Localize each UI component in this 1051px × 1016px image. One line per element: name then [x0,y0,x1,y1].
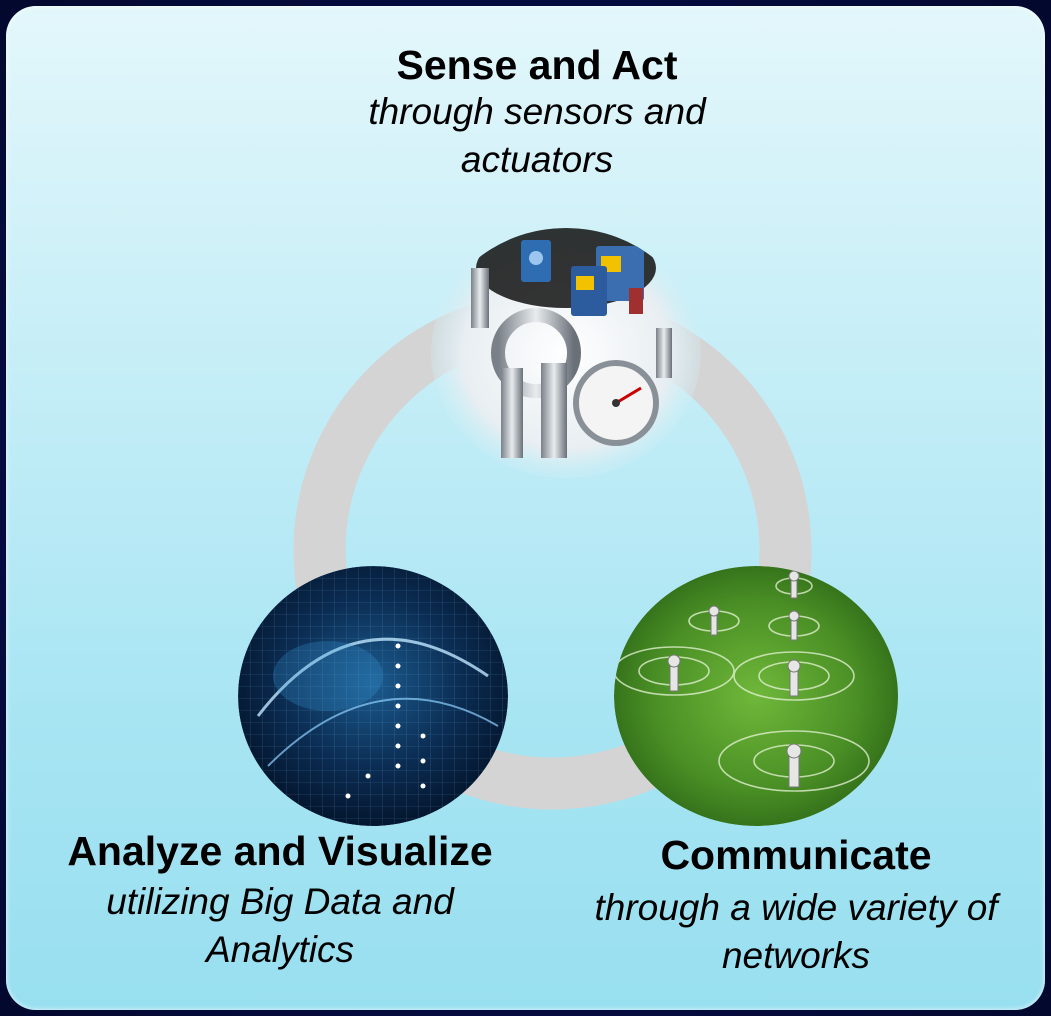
sense-act-subtitle: through sensors and actuators [368,91,706,180]
analyze-visualize-subtitle: utilizing Big Data and Analytics [106,881,454,970]
communicate-subtitle: through a wide variety of networks [594,887,998,976]
diagram-panel: Sense and Act through sensors and actuat… [6,6,1045,1010]
communicate-label: Communicate through a wide variety of ne… [546,832,1045,980]
communicate-title: Communicate [660,832,932,878]
analyze-visualize-title: Analyze and Visualize [67,828,493,874]
network-field-photo-icon [614,566,899,826]
analyze-visualize-label: Analyze and Visualize utilizing Big Data… [20,828,540,974]
data-globe-photo-icon [238,566,508,826]
sense-act-label: Sense and Act through sensors and actuat… [312,42,762,184]
sensors-photo-icon [431,228,701,478]
sense-act-title: Sense and Act [396,42,678,88]
